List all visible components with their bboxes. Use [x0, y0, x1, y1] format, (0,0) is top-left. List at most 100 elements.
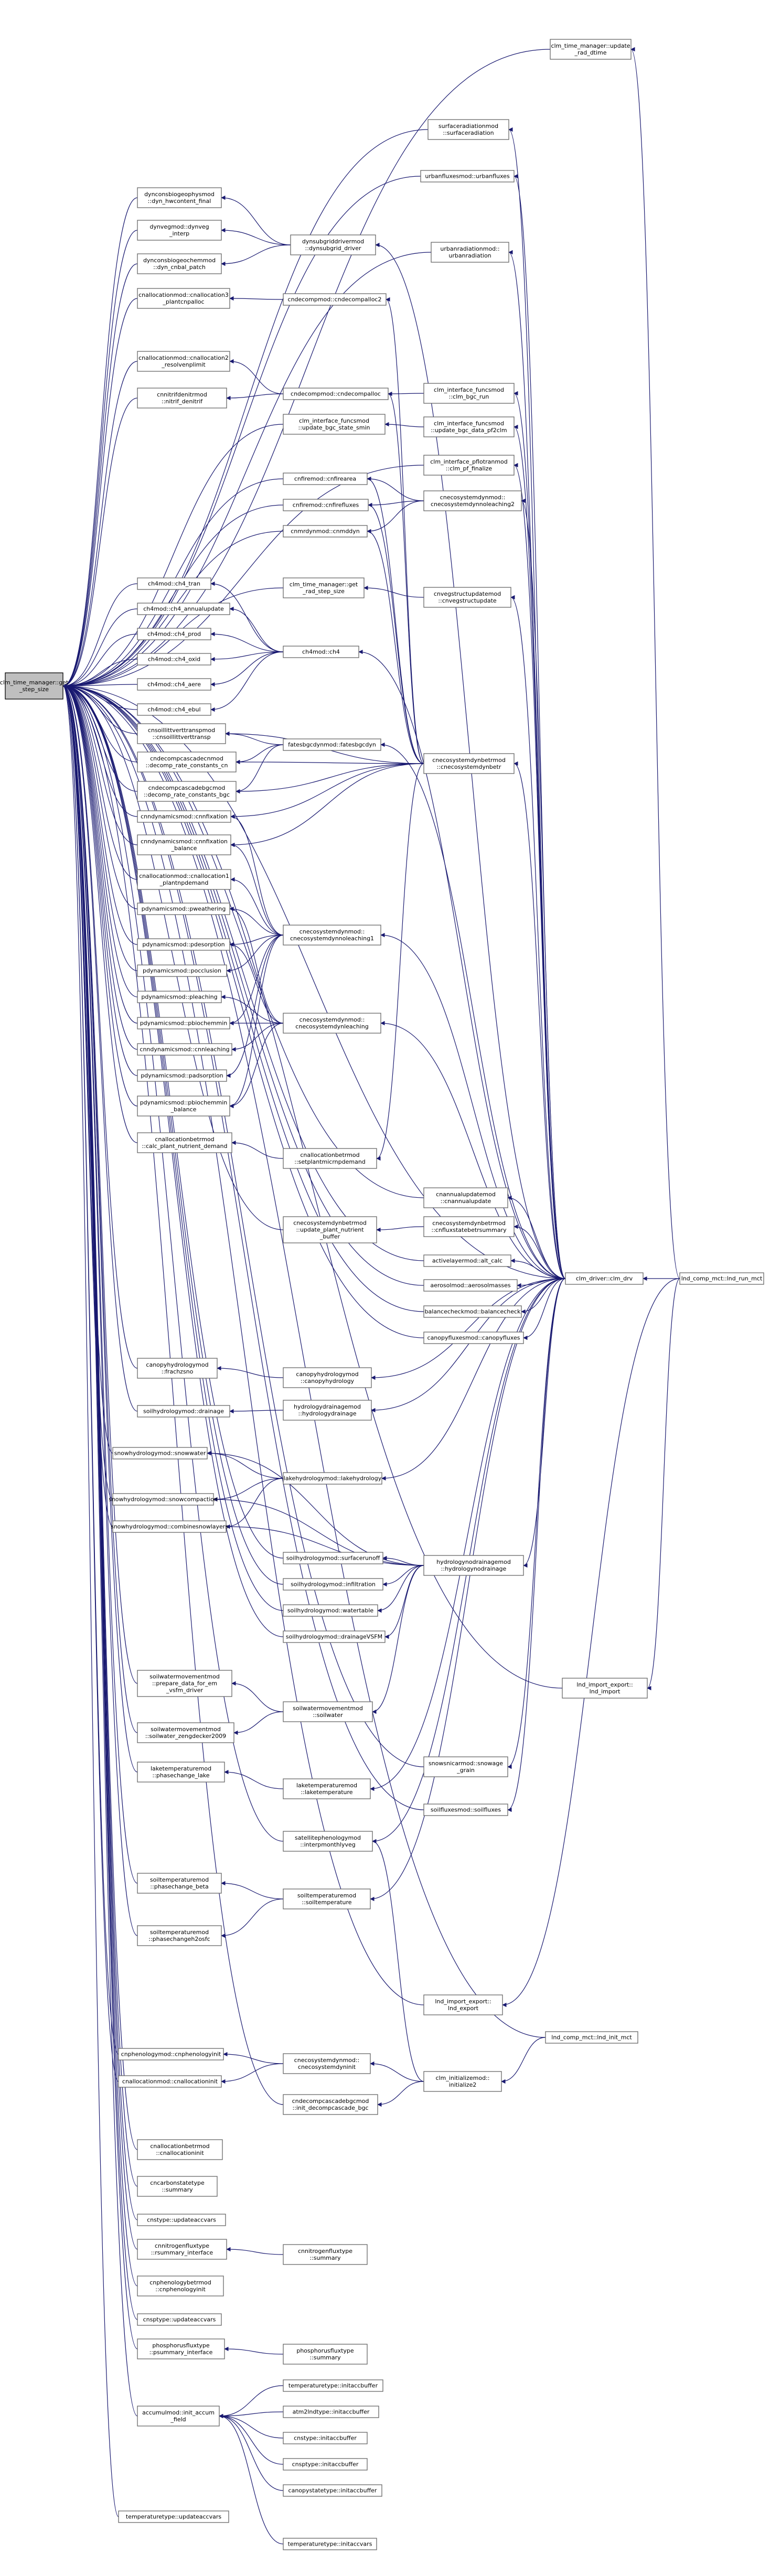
node-cnsptype-updateaccvars[interactable]: cnsptype::updateaccvars — [137, 2313, 222, 2326]
node-soiltemperaturemod-phasechange-beta[interactable]: soiltemperaturemod::phasechange_beta — [137, 1873, 222, 1894]
node-cnallocationmod-cnallocation1-plantnpdemand[interactable]: cnallocationmod::cnallocation1_plantnpde… — [137, 869, 231, 890]
node-urbanfluxesmod-urbanfluxes[interactable]: urbanfluxesmod::urbanfluxes — [420, 170, 515, 183]
node-lnd-comp-mct-lnd-init-mct[interactable]: lnd_comp_mct::lnd_init_mct — [545, 2031, 638, 2044]
node-dynsubgriddrivermod-dynsubgrid-driver[interactable]: dynsubgriddrivermod::dynsubgrid_driver — [290, 234, 376, 255]
node-cnstype-initaccbuffer[interactable]: cnstype::initaccbuffer — [283, 2432, 368, 2444]
node-pdynamicsmod-padsorption[interactable]: pdynamicsmod::padsorption — [137, 1069, 227, 1082]
node-cnecosystemdynmod-cnecosystemdyninit[interactable]: cnecosystemdynmod::cnecosystemdyninit — [283, 2053, 371, 2074]
node-laketemperaturemod-laketemperature[interactable]: laketemperaturemod::laketemperature — [283, 1778, 371, 1799]
node-cnecosystemdynmod-cnecosystemdynleaching[interactable]: cnecosystemdynmod::cnecosystemdynleachin… — [283, 1013, 381, 1034]
node-soilhydrologymod-drainage[interactable]: soilhydrologymod::drainage — [137, 1405, 230, 1418]
node-ch4mod-ch4[interactable]: ch4mod::ch4 — [283, 646, 359, 658]
node-cndecompcascadebgcmod-decomp-rate-constants-bgc[interactable]: cndecompcascadebgcmod::decomp_rate_const… — [137, 781, 237, 802]
node-hydrologydrainagemod-hydrologydrainage[interactable]: hydrologydrainagemod::hydrologydrainage — [283, 1400, 372, 1421]
node-phosphorusfluxtype-psummary-interface[interactable]: phosphorusfluxtype::psummary_interface — [137, 2338, 225, 2359]
node-clm-time-manager-get-rad-step-size[interactable]: clm_time_manager::get_rad_step_size — [283, 577, 365, 598]
node-cnndynamicsmod-cnnfixation-balance[interactable]: cnndynamicsmod::cnnfixation_balance — [137, 834, 231, 855]
node-dynconsbiogeochemmod-dyn-cnbal-patch[interactable]: dynconsbiogeochemmod::dyn_cnbal_patch — [137, 253, 222, 274]
node-surfaceradiationmod-surfaceradiation[interactable]: surfaceradiationmod::surfaceradiation — [427, 119, 509, 140]
node-snowhydrologymod-snowcompaction[interactable]: snowhydrologymod::snowcompaction — [109, 1493, 218, 1506]
node-cnallocationmod-cnallocation2-resolvenplimit[interactable]: cnallocationmod::cnallocation2_resolvenp… — [137, 351, 230, 372]
node-cnallocationbetrmod-calc-plant-nutrient-demand[interactable]: cnallocationbetrmod::calc_plant_nutrient… — [137, 1132, 232, 1153]
node-clm-interface-funcsmod-clm-bgc-run[interactable]: clm_interface_funcsmod::clm_bgc_run — [423, 383, 515, 404]
node-cncarbonstatetype-summary[interactable]: cncarbonstatetype::summary — [137, 2176, 218, 2197]
node-lakehydrologymod-lakehydrology[interactable]: lakehydrologymod::lakehydrology — [283, 1472, 382, 1485]
node-pdynamicsmod-pleaching[interactable]: pdynamicsmod::pleaching — [137, 991, 222, 1003]
node-lnd-comp-mct-lnd-run-mct[interactable]: lnd_comp_mct::lnd_run_mct — [679, 1272, 764, 1285]
node-cnecosystemdynbetrmod-update-plant-nutrient-buffer[interactable]: cnecosystemdynbetrmod::update_plant_nutr… — [283, 1216, 377, 1243]
node-soilfluxesmod-soilfluxes[interactable]: soilfluxesmod::soilfluxes — [423, 1804, 508, 1816]
node-laketemperaturemod-phasechange-lake[interactable]: laketemperaturemod::phasechange_lake — [137, 1762, 225, 1783]
node-cnallocationbetrmod-setplantmicrnpdemand[interactable]: cnallocationbetrmod::setplantmicrnpdeman… — [283, 1148, 377, 1169]
node-clm-interface-pflotranmod-clm-pf-finalize[interactable]: clm_interface_pflotranmod::clm_pf_finali… — [423, 455, 515, 476]
node-cnphenologymod-cnphenologyinit[interactable]: cnphenologymod::cnphenologyinit — [118, 2048, 224, 2060]
node-temperaturetype-initaccbuffer[interactable]: temperaturetype::initaccbuffer — [283, 2379, 383, 2392]
node-pdynamicsmod-pbiochemmin-balance[interactable]: pdynamicsmod::pbiochemmin_balance — [137, 1096, 230, 1117]
node-clm-initializemod-initialize2[interactable]: clm_initializemod::initialize2 — [423, 2071, 502, 2092]
node-cnstype-updateaccvars[interactable]: cnstype::updateaccvars — [137, 2214, 226, 2226]
node-ch4mod-ch4-oxid[interactable]: ch4mod::ch4_oxid — [137, 653, 211, 666]
node-cnsptype-initaccbuffer[interactable]: cnsptype::initaccbuffer — [283, 2458, 368, 2471]
node-pdynamicsmod-pweathering[interactable]: pdynamicsmod::pweathering — [137, 903, 230, 915]
node-cndecompcascadebgcmod-init-decompcascade-bgc[interactable]: cndecompcascadebgcmod::init_decompcascad… — [283, 2094, 378, 2115]
node-canopyhydrologymod-frachzsno[interactable]: canopyhydrologymod::frachzsno — [137, 1358, 218, 1379]
node-soilwatermovementmod-soilwater[interactable]: soilwatermovementmod::soilwater — [283, 1701, 373, 1722]
node-cnnitrogenfluxtype-rsummary-interface[interactable]: cnnitrogenfluxtype::rsummary_interface — [137, 2239, 227, 2260]
node-snowhydrologymod-combinesnowlayers[interactable]: snowhydrologymod::combinesnowlayers — [111, 1520, 228, 1533]
node-ch4mod-ch4-prod[interactable]: ch4mod::ch4_prod — [137, 628, 211, 640]
node-activelayermod-alt-calc[interactable]: activelayermod::alt_calc — [423, 1254, 511, 1267]
node-cnnitrogenfluxtype-summary[interactable]: cnnitrogenfluxtype::summary — [283, 2244, 368, 2265]
node-snowsnicarmod-snowage-grain[interactable]: snowsnicarmod::snowage_grain — [423, 1756, 508, 1777]
node-accumulmod-init-accum-field[interactable]: accumulmod::init_accum_field — [137, 2406, 220, 2427]
node-cnmrdynmod-cnmddyn[interactable]: cnmrdynmod::cnmddyn — [283, 525, 368, 538]
node-cnndynamicsmod-cnnfixation[interactable]: cnndynamicsmod::cnnfixation — [137, 810, 231, 823]
node-cnallocationmod-cnallocationinit[interactable]: cnallocationmod::cnallocationinit — [118, 2075, 222, 2088]
node-ch4mod-ch4-ebul[interactable]: ch4mod::ch4_ebul — [137, 703, 211, 716]
node-soilhydrologymod-watertable[interactable]: soilhydrologymod::watertable — [283, 1604, 378, 1617]
node-cnecosystemdynmod-cnecosystemdynnoleaching2[interactable]: cnecosystemdynmod::cnecosystemdynnoleach… — [423, 490, 522, 511]
node-cndecompmod-cndecompalloc[interactable]: cndecompmod::cndecompalloc — [283, 388, 389, 400]
node-cnfiremod-cnfirefluxes[interactable]: cnfiremod::cnfirefluxes — [283, 499, 369, 511]
node-soilhydrologymod-surfacerunoff[interactable]: soilhydrologymod::surfacerunoff — [283, 1552, 383, 1564]
node-soiltemperaturemod-soiltemperature[interactable]: soiltemperaturemod::soiltemperature — [283, 1888, 371, 1909]
node-soilhydrologymod-infiltration[interactable]: soilhydrologymod::infiltration — [283, 1578, 383, 1591]
node-pdynamicsmod-pdesorption[interactable]: pdynamicsmod::pdesorption — [137, 938, 230, 951]
node-hydrologynodrainagemod-hydrologynodrainage[interactable]: hydrologynodrainagemod::hydrologynodrain… — [423, 1555, 524, 1576]
node-canopystatetype-initaccbuffer[interactable]: canopystatetype::initaccbuffer — [283, 2484, 382, 2497]
node-clm-time-manager-update-rad-dtime[interactable]: clm_time_manager::update_rad_dtime — [550, 39, 632, 60]
node-phosphorusfluxtype-summary[interactable]: phosphorusfluxtype::summary — [283, 2344, 368, 2365]
node-cnsoillittverttranspmod-cnsoillittverttransp[interactable]: cnsoillittverttranspmod::cnsoillittvertt… — [137, 723, 226, 744]
node-dynconsbiogeophysmod-dyn-hwcontent-final[interactable]: dynconsbiogeophysmod::dyn_hwcontent_fina… — [137, 187, 222, 208]
node-lnd-import-export-lnd-export[interactable]: lnd_import_export::lnd_export — [423, 1994, 503, 2015]
node-canopyhydrologymod-canopyhydrology[interactable]: canopyhydrologymod::canopyhydrology — [283, 1367, 372, 1388]
node-fatesbgcdynmod-fatesbgcdyn[interactable]: fatesbgcdynmod::fatesbgcdyn — [283, 738, 381, 751]
node-soilhydrologymod-drainagevsfm[interactable]: soilhydrologymod::drainageVSFM — [283, 1630, 386, 1643]
node-cnfiremod-cnfirearea[interactable]: cnfiremod::cnfirearea — [283, 473, 368, 485]
node-temperaturetype-initaccvars[interactable]: temperaturetype::initaccvars — [283, 2538, 377, 2550]
node-ch4mod-ch4-annualupdate[interactable]: ch4mod::ch4_annualupdate — [137, 603, 230, 615]
node-balancecheckmod-balancecheck[interactable]: balancecheckmod::balancecheck — [423, 1305, 522, 1318]
node-cndecompmod-cndecompalloc2[interactable]: cndecompmod::cndecompalloc2 — [283, 293, 387, 306]
node-clm-time-manager-get-step-size[interactable]: clm_time_manager::get_step_size — [0, 672, 69, 700]
node-cnannualupdatemod-cnannualupdate[interactable]: cnannualupdatemod::cnannualupdate — [423, 1187, 508, 1208]
node-cnallocationmod-cnallocation3-plantcnpalloc[interactable]: cnallocationmod::cnallocation3_plantcnpa… — [137, 288, 230, 309]
node-cndecompcascadecnmod-decomp-rate-constants-cn[interactable]: cndecompcascadecnmod::decomp_rate_consta… — [137, 752, 237, 772]
node-temperaturetype-updateaccvars[interactable]: temperaturetype::updateaccvars — [118, 2510, 229, 2523]
node-cnallocationbetrmod-cnallocationinit[interactable]: cnallocationbetrmod::cnallocationinit — [137, 2139, 223, 2160]
node-ch4mod-ch4-aere[interactable]: ch4mod::ch4_aere — [137, 678, 211, 691]
node-soilwatermovementmod-soilwater-zengdecker2009[interactable]: soilwatermovementmod::soilwater_zengdeck… — [137, 1722, 234, 1743]
node-soiltemperaturemod-phasechangeh2osfc[interactable]: soiltemperaturemod::phasechangeh2osfc — [137, 1925, 222, 1946]
node-soilwatermovementmod-prepare-data-for-em-vsfm-driver[interactable]: soilwatermovementmod::prepare_data_for_e… — [137, 1670, 232, 1697]
node-atm2lndtype-initaccbuffer[interactable]: atm2lndtype::initaccbuffer — [283, 2406, 379, 2418]
node-aerosolmod-aerosolmasses[interactable]: aerosolmod::aerosolmasses — [423, 1279, 518, 1292]
node-cnphenologybetrmod-cnphenologyinit[interactable]: cnphenologybetrmod::cnphenologyinit — [137, 2276, 224, 2296]
node-pdynamicsmod-pocclusion[interactable]: pdynamicsmod::pocclusion — [137, 964, 227, 977]
node-cnvegstructupdatemod-cnvegstructupdate[interactable]: cnvegstructupdatemod::cnvegstructupdate — [423, 587, 511, 608]
node-cnnitrifdenitrmod-nitrif-denitrif[interactable]: cnnitrifdenitrmod::nitrif_denitrif — [137, 388, 227, 409]
node-satellitephenologymod-interpmonthlyveg[interactable]: satellitephenologymod::interpmonthlyveg — [283, 1831, 373, 1852]
node-cnecosystemdynmod-cnecosystemdynnoleaching1[interactable]: cnecosystemdynmod::cnecosystemdynnoleach… — [283, 925, 381, 946]
node-canopyfluxesmod-canopyfluxes[interactable]: canopyfluxesmod::canopyfluxes — [423, 1332, 524, 1344]
node-clm-interface-funcsmod-update-bgc-data-pf2clm[interactable]: clm_interface_funcsmod::update_bgc_data_… — [423, 416, 515, 437]
node-cnndynamicsmod-cnnleaching[interactable]: cnndynamicsmod::cnnleaching — [137, 1043, 232, 1056]
node-clm-driver-clm-drv[interactable]: clm_driver::clm_drv — [565, 1272, 644, 1285]
